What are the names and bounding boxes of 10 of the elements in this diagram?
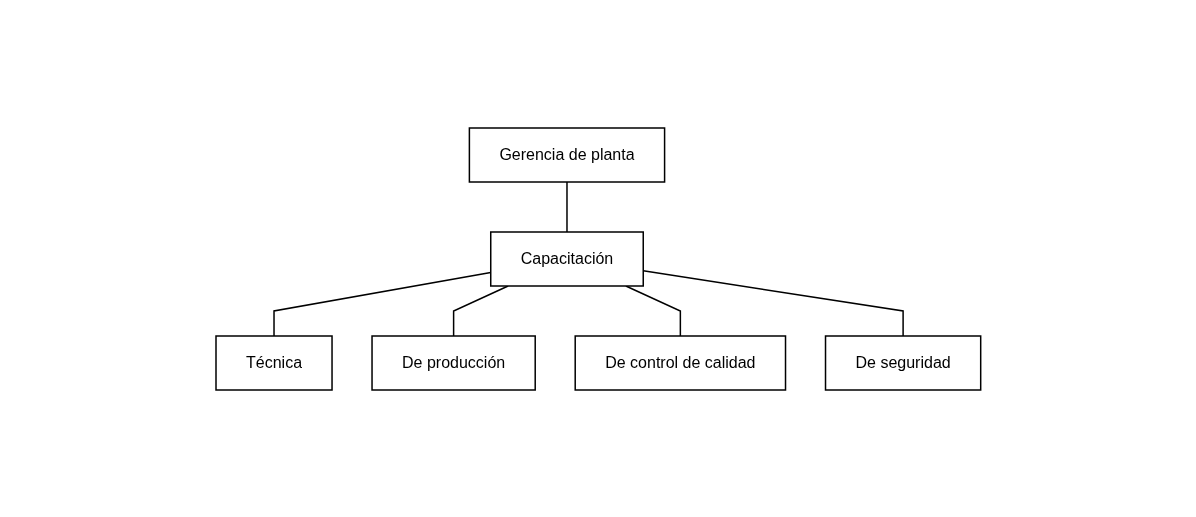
node-box: Gerencia de planta [468, 126, 665, 183]
connector [452, 284, 509, 337]
connector [642, 269, 904, 337]
node-box: De producción [370, 334, 536, 391]
connector [624, 284, 681, 337]
node-box: Técnica [214, 334, 333, 391]
node-box: Capacitación [489, 230, 644, 287]
connector [565, 180, 568, 233]
node-box: De seguridad [824, 334, 982, 391]
node-box: De control de calidad [574, 334, 786, 391]
